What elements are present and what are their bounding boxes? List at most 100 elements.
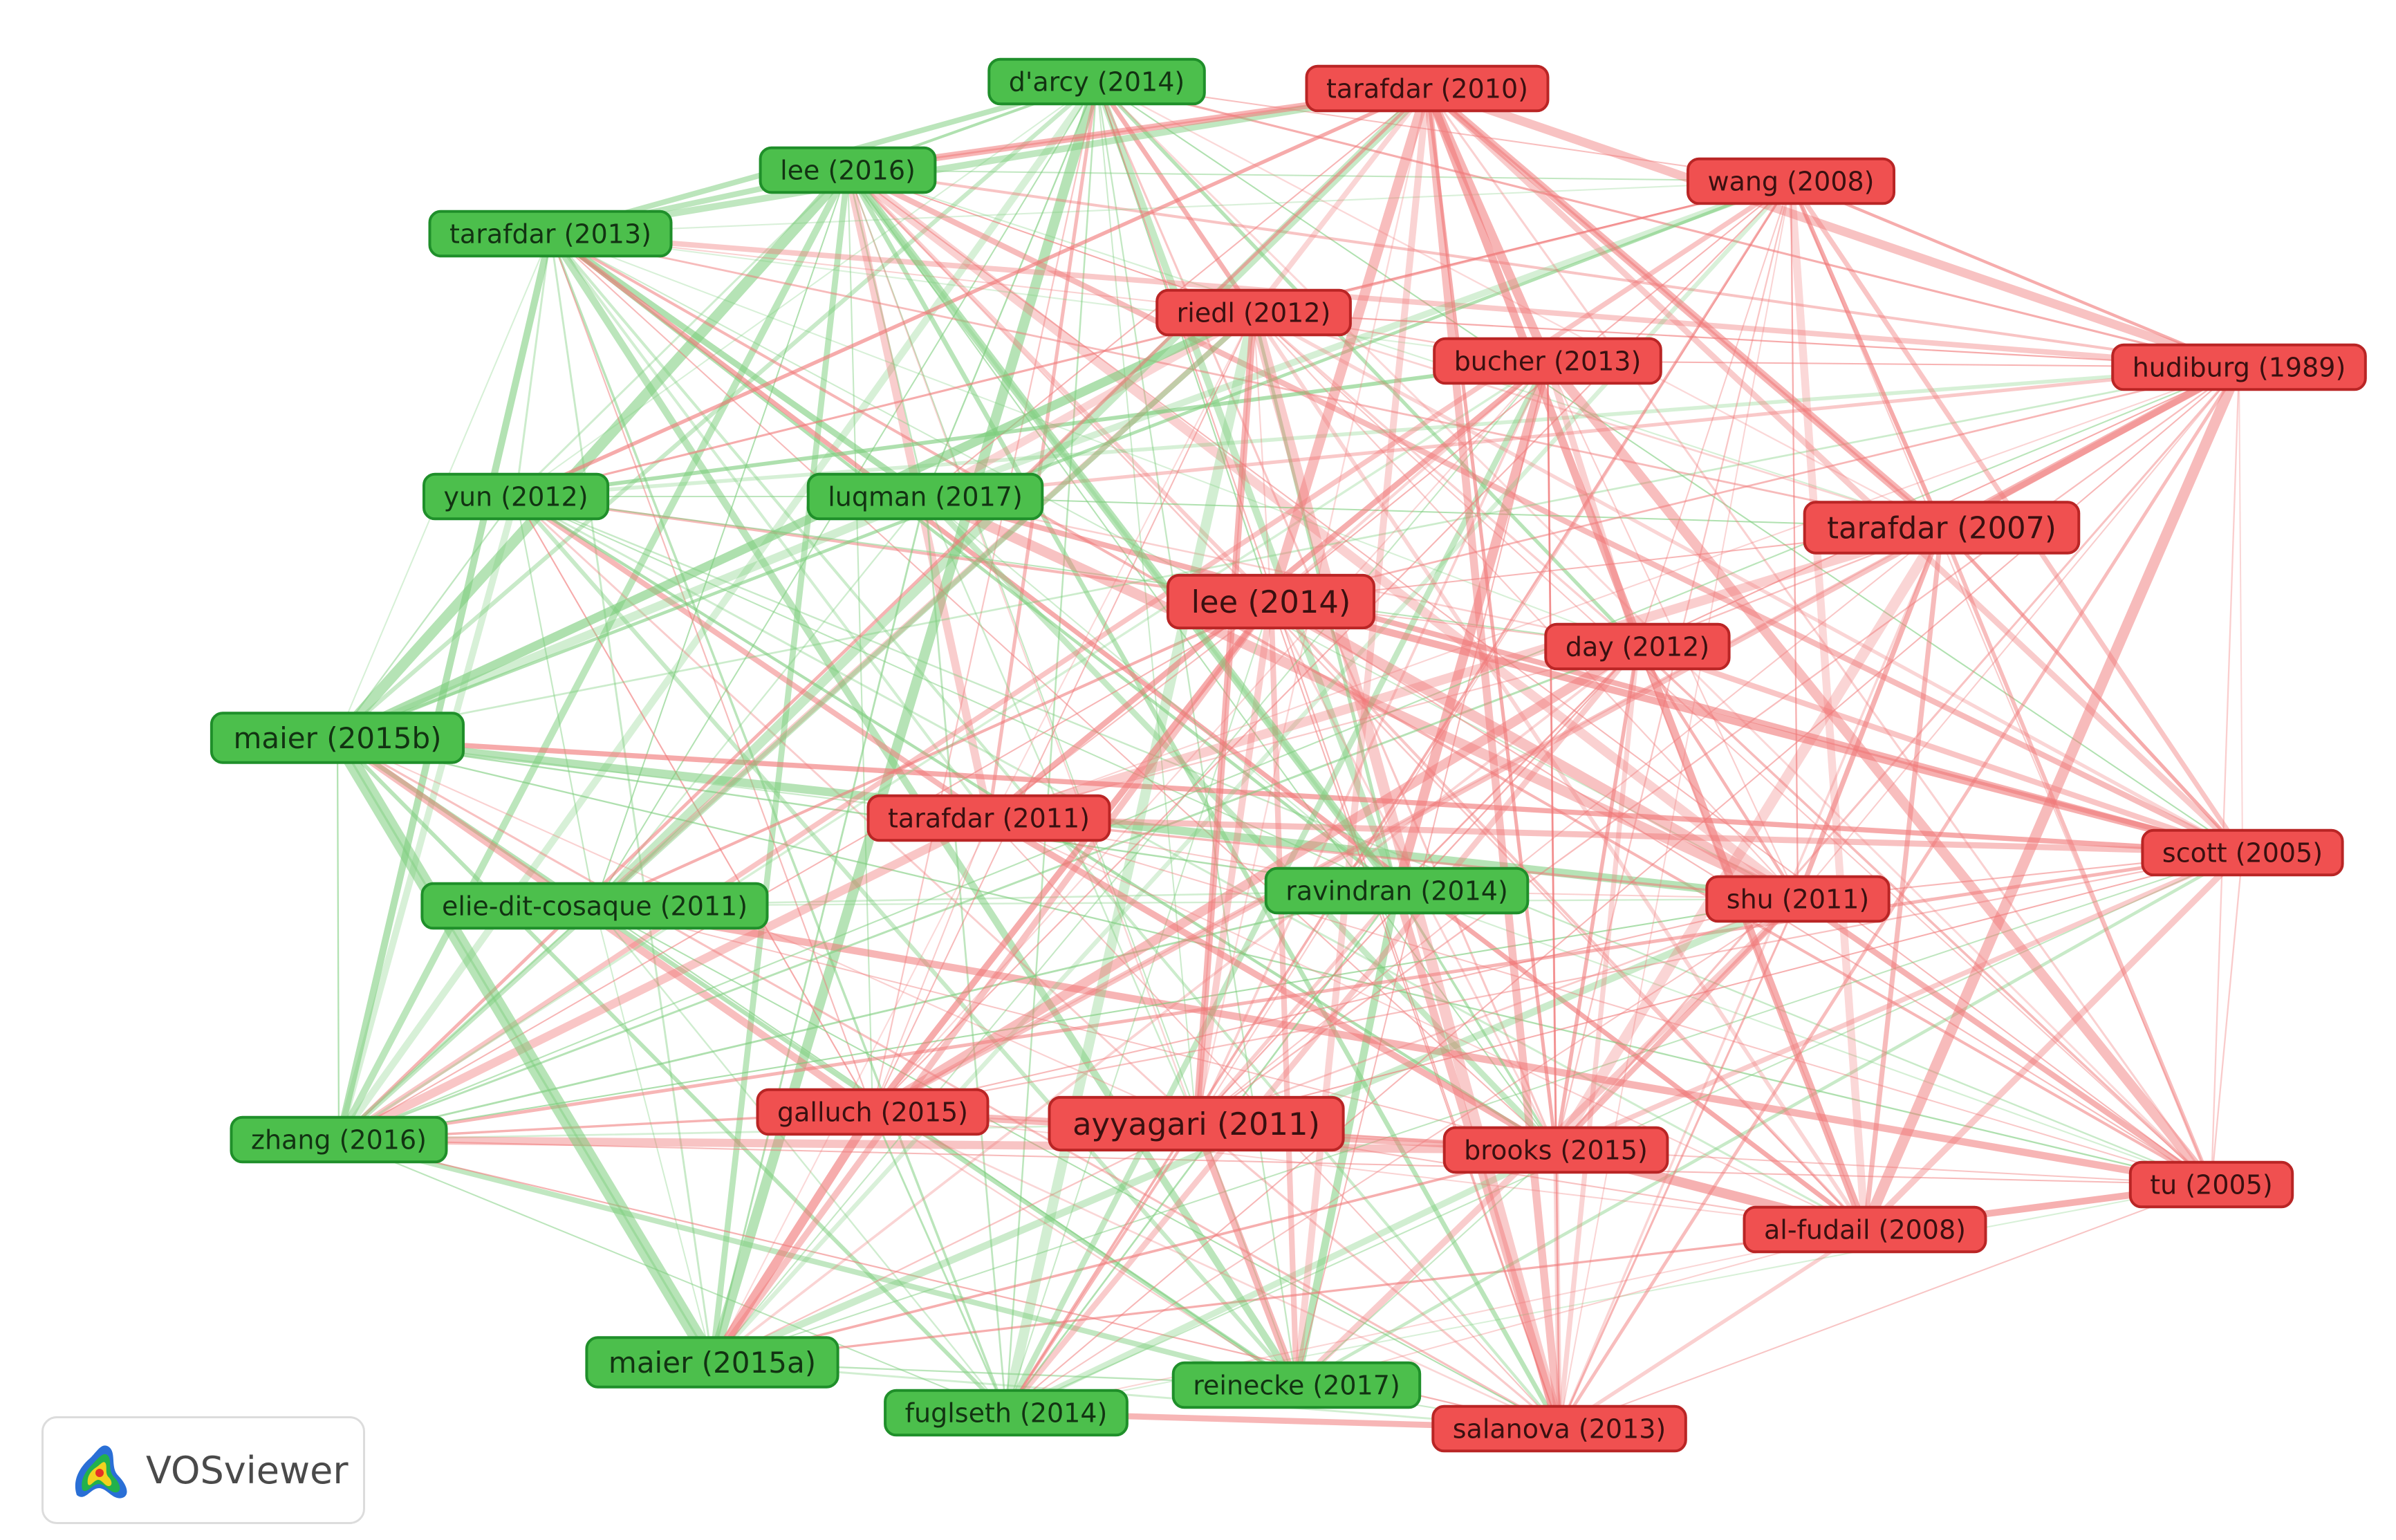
node-day-2012[interactable]: day (2012): [1544, 622, 1731, 671]
node-reinecke-2017[interactable]: reinecke (2017): [1171, 1361, 1422, 1409]
node-elie-dit-cosaque-2011[interactable]: elie-dit-cosaque (2011): [420, 882, 769, 930]
edge-lee-2016-shu-2011: [843, 165, 1803, 904]
node-tu-2005[interactable]: tu (2005): [2128, 1160, 2294, 1209]
node-box: [1171, 1361, 1422, 1409]
edge-lee-2016-tu-2005: [847, 169, 2212, 1185]
node-box: [1264, 866, 1530, 915]
node-fuglseth-2014[interactable]: fuglseth (2014): [884, 1389, 1129, 1437]
edge-hudiburg-1989-al-fudail-2008: [1859, 362, 2245, 1235]
node-label: fuglseth (2014): [905, 1398, 1108, 1429]
node-lee-2014[interactable]: lee (2014): [1167, 573, 1375, 630]
edge-zhang-2016-lee-2014: [338, 601, 1272, 1140]
node-ayyagari-2011[interactable]: ayyagari (2011): [1048, 1095, 1345, 1152]
edge-darcy-2014-scott-2005: [1096, 81, 2243, 853]
edge-riedl-2012-al-fudail-2008: [1252, 310, 1867, 1232]
edge-luqman-2017-brooks-2015: [922, 493, 1559, 1153]
edge-lee-2016-hudiburg-1989: [846, 169, 2240, 369]
node-maier-2015b[interactable]: maier (2015b): [210, 712, 465, 764]
node-bucher-2013[interactable]: bucher (2013): [1433, 337, 1662, 385]
edge-maier-2015a-brooks-2015: [711, 1149, 1557, 1364]
edge-lee-2016-maier-2015b: [332, 165, 853, 743]
node-maier-2015a[interactable]: maier (2015a): [585, 1336, 839, 1389]
edge-tarafdar-2010-riedl-2012: [1251, 86, 1430, 315]
edge-maier-2015b-scott-2005: [335, 735, 2245, 855]
node-riedl-2012[interactable]: riedl (2012): [1155, 288, 1352, 337]
node-box: [420, 882, 769, 930]
edge-maier-2015b-salanova-2013: [336, 736, 1561, 1430]
edge-shu-2011-galluch-2015: [871, 898, 1799, 1113]
edge-zhang-2016-brooks-2015: [335, 1135, 1560, 1154]
node-wang-2008[interactable]: wang (2008): [1687, 157, 1895, 205]
node-box: [422, 472, 610, 521]
edge-tarafdar-2013-tarafdar-2010: [547, 85, 1431, 237]
node-shu-2011[interactable]: shu (2011): [1705, 875, 1891, 923]
node-label: wang (2008): [1707, 167, 1874, 197]
node-tarafdar-2011[interactable]: tarafdar (2011): [866, 794, 1111, 842]
edge-zhang-2016-fuglseth-2014: [338, 1139, 1007, 1413]
edge-maier-2015b-tu-2005: [336, 736, 2213, 1186]
edge-fuglseth-2014-shu-2011: [1005, 898, 1799, 1413]
edge-riedl-2012-galluch-2015: [872, 312, 1254, 1113]
node-box: [884, 1389, 1129, 1437]
edge-hudiburg-1989-tarafdar-2011: [988, 367, 2240, 819]
node-tarafdar-2007[interactable]: tarafdar (2007): [1803, 501, 2081, 555]
node-tarafdar-2010[interactable]: tarafdar (2010): [1305, 64, 1550, 113]
node-darcy-2014[interactable]: d'arcy (2014): [987, 57, 1206, 106]
node-ravindran-2014[interactable]: ravindran (2014): [1264, 866, 1530, 915]
edge-zhang-2016-tarafdar-2011: [334, 813, 994, 1144]
edge-riedl-2012-day-2012: [1252, 311, 1639, 648]
edge-tarafdar-2013-brooks-2015: [550, 233, 1557, 1151]
edge-day-2012-shu-2011: [1635, 644, 1800, 901]
edge-zhang-2016-bucher-2013: [337, 360, 1549, 1141]
edge-lee-2016-brooks-2015: [847, 169, 1557, 1151]
edge-tarafdar-2013-al-fudail-2008: [548, 231, 1868, 1232]
edge-tarafdar-2013-tu-2005: [549, 232, 2213, 1186]
node-salanova-2013[interactable]: salanova (2013): [1431, 1404, 1687, 1453]
edge-shu-2011-tu-2005: [1794, 896, 2215, 1188]
node-tarafdar-2013[interactable]: tarafdar (2013): [428, 210, 673, 258]
edge-zhang-2016-day-2012: [337, 645, 1639, 1141]
edge-yun-2012-al-fudail-2008: [514, 495, 1866, 1231]
edge-yun-2012-zhang-2016: [335, 493, 519, 1143]
edge-brooks-2015-salanova-2013: [1553, 1147, 1562, 1431]
edge-fuglseth-2014-ayyagari-2011: [1005, 1122, 1198, 1414]
edge-lee-2014-galluch-2015: [869, 598, 1274, 1115]
node-label: maier (2015a): [609, 1346, 816, 1380]
edge-galluch-2015-salanova-2013: [871, 1111, 1561, 1430]
edge-darcy-2014-luqman-2017: [924, 80, 1098, 498]
edge-tarafdar-2011-tu-2005: [988, 817, 2212, 1185]
node-al-fudail-2008[interactable]: al-fudail (2008): [1743, 1205, 1987, 1254]
node-lee-2016[interactable]: lee (2016): [759, 146, 937, 194]
node-box: [585, 1336, 839, 1389]
node-galluch-2015[interactable]: galluch (2015): [756, 1088, 990, 1136]
edge-elie-dit-cosaque-2011-reinecke-2017: [593, 904, 1298, 1386]
node-label: bucher (2013): [1454, 346, 1642, 377]
node-yun-2012[interactable]: yun (2012): [422, 472, 610, 521]
node-box: [210, 712, 465, 764]
node-brooks-2015[interactable]: brooks (2015): [1442, 1126, 1669, 1174]
edge-strong-maier-2015b-maier-2015a: [330, 730, 720, 1370]
edge-yun-2012-galluch-2015: [514, 495, 874, 1113]
edge-bucher-2013-ayyagari-2011: [1195, 360, 1549, 1125]
node-zhang-2016[interactable]: zhang (2016): [230, 1115, 448, 1164]
edge-luqman-2017-riedl-2012: [921, 308, 1258, 501]
edge-wang-2008-shu-2011: [1790, 180, 1799, 900]
edge-yun-2012-elie-dit-cosaque-2011: [514, 495, 596, 907]
node-label: yun (2012): [443, 482, 588, 512]
edge-maier-2015b-riedl-2012: [333, 308, 1259, 743]
edge-elie-dit-cosaque-2011-salanova-2013: [594, 905, 1560, 1429]
node-hudiburg-1989[interactable]: hudiburg (1989): [2111, 343, 2367, 391]
node-label: zhang (2016): [251, 1125, 427, 1156]
node-luqman-2017[interactable]: luqman (2017): [806, 472, 1044, 521]
node-label: lee (2014): [1191, 584, 1351, 620]
edge-fuglseth-2014-brooks-2015: [1003, 1147, 1559, 1416]
node-box: [1442, 1126, 1669, 1174]
node-scott-2005[interactable]: scott (2005): [2141, 828, 2344, 877]
node-box: [1433, 337, 1662, 385]
edge-scott-2005-ayyagari-2011: [1196, 852, 2243, 1124]
edge-elie-dit-cosaque-2011-lee-2014: [593, 600, 1273, 908]
edge-tarafdar-2013-yun-2012: [514, 232, 552, 498]
edge-wang-2008-lee-2014: [1270, 180, 1792, 602]
edge-yun-2012-ravindran-2014: [515, 496, 1397, 891]
